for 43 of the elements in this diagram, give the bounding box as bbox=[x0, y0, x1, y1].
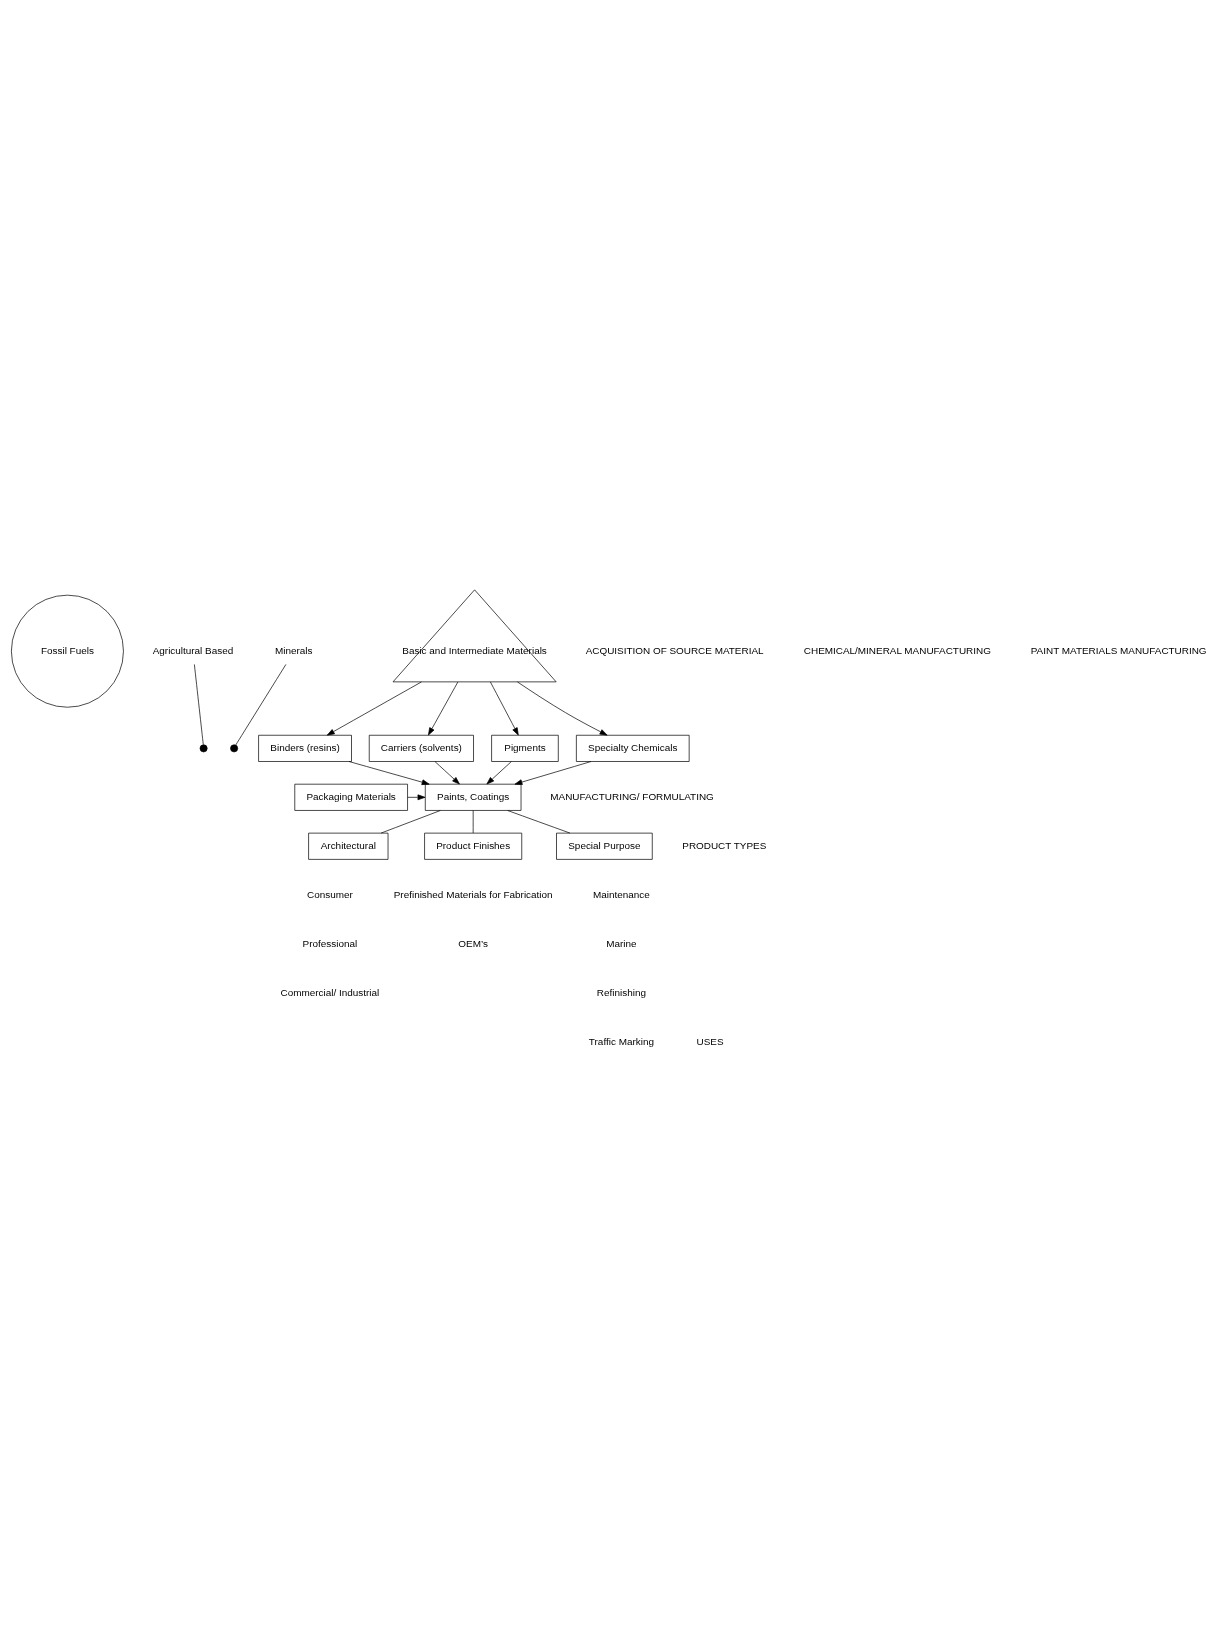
label: MANUFACTURING/ FORMULATING bbox=[550, 790, 714, 802]
label: CHEMICAL/MINERAL MANUFACTURING bbox=[803, 644, 991, 656]
label: Marine bbox=[606, 937, 637, 949]
node-text: Agricultural Based bbox=[152, 644, 234, 656]
arrow bbox=[348, 761, 430, 785]
node-box: Special Purpose bbox=[556, 832, 653, 860]
node-circle bbox=[230, 744, 239, 753]
label: Consumer bbox=[306, 888, 353, 900]
arrow bbox=[326, 681, 422, 736]
label: Refinishing bbox=[596, 986, 646, 998]
arrow bbox=[517, 681, 608, 736]
node-box: Specialty Chemicals bbox=[576, 734, 690, 762]
node-box: Binders (resins) bbox=[258, 734, 352, 762]
label: Commercial/ Industrial bbox=[280, 986, 380, 998]
node-circle: Fossil Fuels bbox=[11, 594, 124, 708]
label: PRODUCT TYPES bbox=[682, 839, 767, 851]
arrow bbox=[407, 794, 426, 801]
node-text: Minerals bbox=[274, 644, 313, 656]
label: Prefinished Materials for Fabrication bbox=[393, 888, 553, 900]
connector bbox=[380, 810, 441, 834]
node-box: Pigments bbox=[491, 734, 559, 762]
label: ACQUISITION OF SOURCE MATERIAL bbox=[585, 644, 764, 656]
connector bbox=[507, 810, 571, 834]
label: USES bbox=[696, 1035, 724, 1047]
label: Professional bbox=[302, 937, 358, 949]
arrow bbox=[486, 761, 512, 785]
node-box: Product Finishes bbox=[424, 832, 523, 860]
arrow bbox=[434, 761, 460, 785]
label: OEM’s bbox=[458, 937, 488, 949]
node-circle bbox=[199, 744, 208, 753]
node-box: Carriers (solvents) bbox=[368, 734, 474, 762]
arrow bbox=[490, 681, 519, 736]
arrow bbox=[428, 681, 459, 736]
label: Maintenance bbox=[593, 888, 650, 900]
node-box: Architectural bbox=[308, 832, 389, 860]
label: Traffic Marking bbox=[588, 1035, 654, 1047]
node-box: Packaging Materials bbox=[294, 783, 408, 811]
arrow bbox=[514, 761, 592, 785]
connector bbox=[194, 664, 204, 745]
connector bbox=[235, 664, 287, 746]
node-box: Paints, Coatings bbox=[424, 783, 522, 811]
connector bbox=[472, 810, 474, 834]
label: PAINT MATERIALS MANUFACTURING bbox=[1030, 644, 1207, 656]
